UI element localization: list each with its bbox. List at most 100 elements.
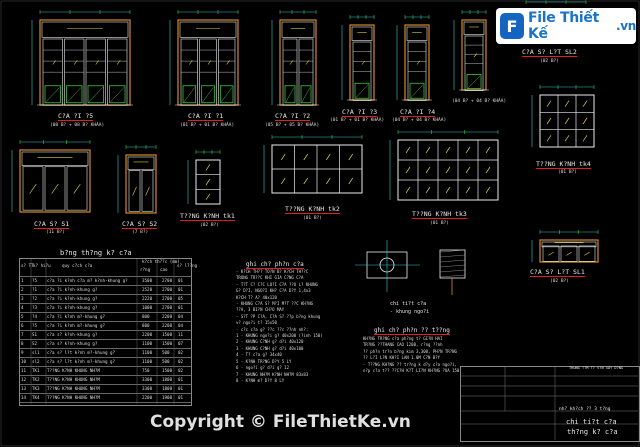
window-sash [141, 170, 154, 212]
table-cell: sl1 [32, 350, 40, 355]
table-cell: c?a ?i k?nh m?-khung g? [47, 323, 105, 328]
lower-panel [219, 85, 234, 104]
transom-panel [281, 21, 315, 38]
frame-detail-label: - khung ngo?i [390, 309, 430, 315]
glass-mark [280, 153, 286, 161]
note-line: - S?T ?P C?A, C?A S? ??p b?ng khung [236, 313, 321, 319]
table-cell: S1 [32, 332, 38, 337]
table-cell: 2200 [162, 323, 173, 328]
transom-panel [351, 26, 373, 41]
glass-mark [473, 53, 478, 58]
glass-mark [445, 146, 451, 154]
drawing-name: chi ti?t c?a [566, 418, 617, 426]
table-cell: 04 [178, 314, 184, 319]
glass-mark [546, 135, 552, 142]
header-spec: quy c?ch c?a [62, 263, 93, 268]
door-frame [39, 19, 131, 106]
lower-panel [284, 85, 296, 104]
glass-mark [189, 60, 193, 65]
window-frame [125, 154, 157, 214]
table-cell: 01 [178, 278, 184, 283]
door-label-d3: C?A ?I ?3 [342, 108, 378, 117]
door-count-d2: (05 B? + 05 B? KHÁA) [265, 123, 320, 128]
brand-domain: .vn [615, 19, 636, 33]
brand-name: File Thiết Kế [527, 10, 600, 42]
table-cell: 07 [178, 341, 184, 346]
table-cell: T??NG K?NH KHUNG NH?M [47, 377, 100, 382]
panel-hatch [110, 87, 125, 103]
glass-mark [546, 100, 552, 107]
glasswall-count-tk3: (01 B?) [430, 221, 449, 226]
door-count-d5: (08 B? + 08 B? KHÁA) [50, 123, 105, 128]
section-bolt [379, 257, 395, 273]
glass-mark [582, 117, 588, 125]
note-line: 3 - KHUNG C?NH g? d?i 40x100 [236, 345, 304, 351]
table-cell: 1800 [162, 386, 173, 391]
table-cell: 01 [178, 386, 184, 391]
table-cell: ?1 [32, 287, 38, 292]
door-frame [461, 19, 487, 91]
table-cell: TK2 [32, 377, 40, 382]
glass-mark [226, 60, 230, 65]
header-qty: s? l??ng [177, 263, 198, 268]
note-line: 1 - KHUNG ngo?i g? 40x200 (?inh 150) [236, 333, 323, 339]
lower-panel [87, 85, 104, 104]
door-count-d4: (04 B? + 04 B? KHÁA) [392, 118, 447, 123]
glass-mark [584, 251, 590, 256]
table-cell: 1100 [142, 359, 153, 364]
table-cell: 1500 [162, 341, 173, 346]
glass-mark [325, 177, 331, 185]
table-cell: c?a s? k?nh-khung g? [47, 341, 98, 346]
frame-profile [439, 249, 466, 279]
glass-mark [416, 60, 421, 65]
transom-panel [406, 26, 428, 41]
transom-panel [41, 21, 129, 38]
window-label-s2: C?A S? S2 [122, 220, 158, 229]
table-cell: 2200 [142, 332, 153, 337]
glasswall-count-tk1: (02 B?) [200, 223, 219, 228]
window-count-s1: (11 B?) [46, 230, 65, 235]
window-transom [21, 151, 89, 166]
table-cell: 01 [178, 377, 184, 382]
glass-mark [564, 135, 570, 142]
copyright-watermark: Copyright © FileThietKe.vn [150, 412, 411, 432]
glasswall-count-tk4: (01 B?) [558, 170, 577, 175]
window-transom [127, 156, 155, 171]
glass-mark [117, 60, 121, 65]
window-label-s1: C?A S? S1 [34, 220, 70, 229]
glass-mark [566, 251, 572, 256]
section-hatch [439, 269, 466, 273]
door-label-d2: C?A ?I ?2 [275, 112, 311, 121]
note-line: ?? L?I L?N KH?I LAN 1.0M C?N B?Y [363, 355, 441, 361]
door-label-d5: C?A ?I ?5 [58, 112, 94, 121]
door-frame [349, 24, 375, 101]
drawing-subtitle: th?ng k? c?a [567, 428, 618, 436]
window-sash [44, 166, 66, 211]
glass-mark [348, 153, 354, 161]
company-name: TRUNG T?M T? V?N XÂY D?NG [569, 366, 624, 370]
table-cell: c?a s? l?t k?nh m?-khung g? [47, 359, 116, 364]
panel-hatch [467, 75, 481, 88]
lower-panel [109, 85, 126, 104]
lower-panel [466, 74, 482, 89]
glass-mark [485, 186, 491, 194]
window-label-sl2: C?A S? L?T SL2 [522, 48, 577, 57]
glass-mark [445, 166, 451, 174]
notes-door-title: ghi ch? ph?n c?a [246, 261, 304, 269]
table-cell: 2220 [142, 296, 153, 301]
header-width: r?ng [140, 267, 151, 272]
notes-door-list: - K?CH TH?? TO?N B? K?CH TH??C TRONG TR?… [236, 269, 323, 384]
glass-mark [548, 251, 554, 256]
glasswall-label-tk1: T??NG K?NH tk1 [180, 212, 235, 221]
schedule-title: b?ng th?ng k? c?a [60, 249, 132, 257]
table-cell: 11 [178, 332, 184, 337]
window-frame [539, 239, 599, 263]
panel-hatch [67, 87, 82, 103]
